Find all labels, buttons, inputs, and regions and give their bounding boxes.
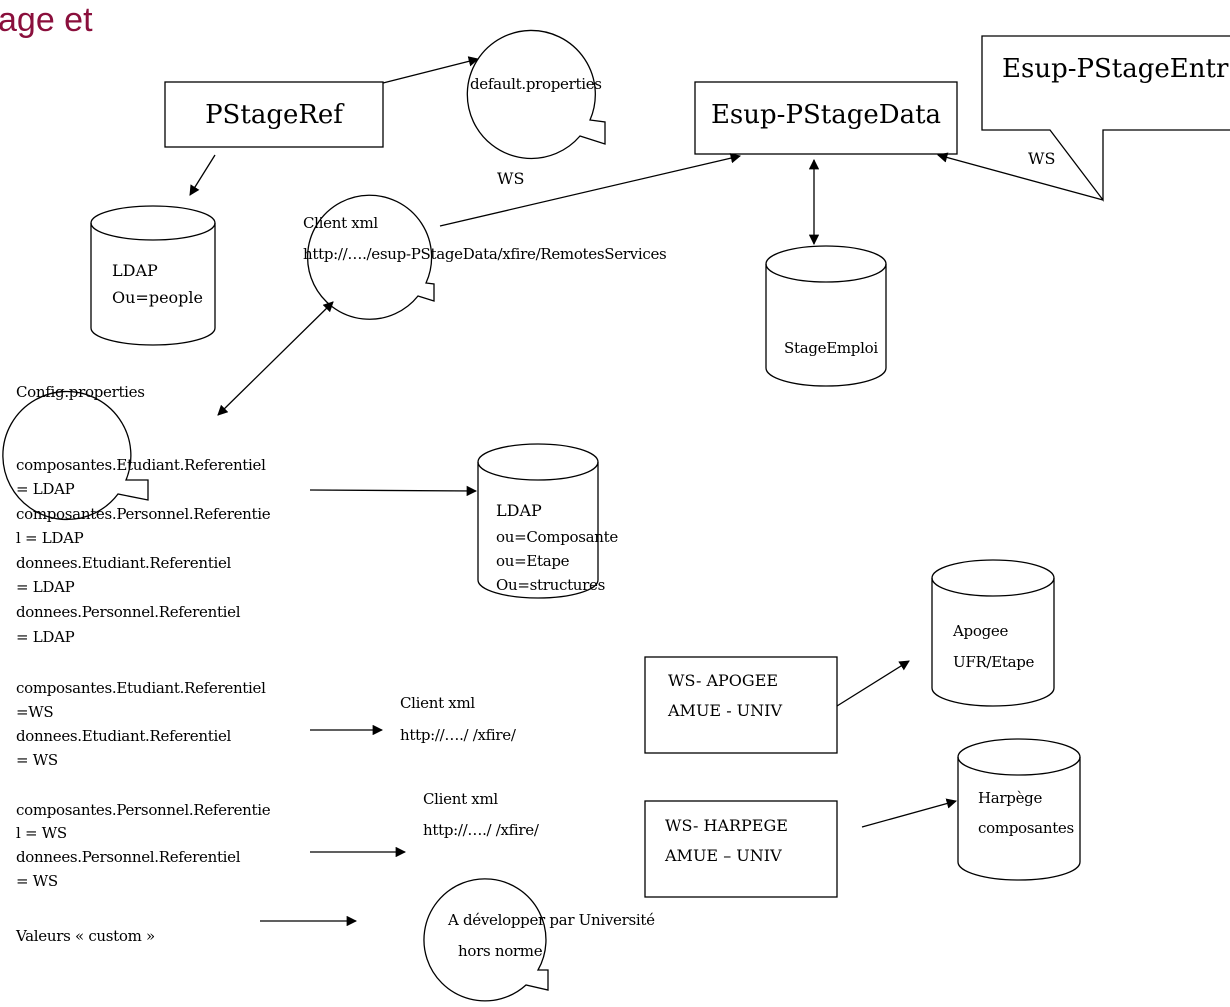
a-developper-line1: A développer par Université [447, 911, 655, 929]
ldap-comp-line2: ou=Composante [496, 528, 618, 546]
arrow-config-client-xml [217, 301, 334, 416]
arrow-entr-esup-pstagedata [936, 152, 1104, 201]
config-ws-etudiant-line: =WS [16, 703, 53, 721]
config-ldap-line: = LDAP [16, 480, 75, 498]
ws-top-label: WS [497, 169, 524, 188]
config-ldap-line: donnees.Etudiant.Referentiel [16, 554, 232, 572]
config-ldap-line: donnees.Personnel.Referentiel [16, 603, 241, 621]
connectors [189, 56, 1104, 927]
apogee-line1: Apogee [952, 622, 1008, 640]
ws-harpege-box[interactable]: WS- HARPEGE AMUE – UNIV [644, 800, 838, 898]
ws-apogee-line1: WS- APOGEE [668, 671, 778, 690]
client-xml-main-callout[interactable]: Client xml http://…./esup-PStageData/xfi… [303, 194, 667, 320]
ldap-people-line2: Ou=people [112, 288, 203, 307]
esup-pstageentr-box[interactable]: Esup-PStageEntr [981, 35, 1230, 202]
arrow-pstageref-ldap-people [189, 154, 216, 196]
default-properties-callout[interactable]: default.properties [466, 29, 606, 160]
ldap-comp-line3: ou=Etape [496, 552, 570, 570]
ws-right-label: WS [1028, 149, 1055, 168]
config-ws-personnel-line: = WS [16, 872, 58, 890]
ws-apogee-line2: AMUE - UNIV [667, 701, 782, 720]
client-xml-main-line2: http://…./esup-PStageData/xfire/RemotesS… [303, 245, 666, 263]
a-developper-callout[interactable]: A développer par Université hors norme [423, 878, 655, 1002]
harpege-line1: Harpège [978, 789, 1042, 807]
valeurs-custom-label: Valeurs « custom » [15, 927, 155, 945]
client-xml-main-line1: Client xml [303, 214, 378, 232]
arrow-config-ldap-composante [309, 485, 478, 497]
stageemploi-database[interactable]: StageEmploi [765, 245, 887, 387]
slide-title-fragment: age et [0, 1, 93, 39]
config-ldap-line: composantes.Etudiant.Referentiel [16, 456, 266, 474]
config-ws-personnel-block: composantes.Personnel.Referentie l = WS … [16, 801, 271, 890]
ldap-comp-line4: Ou=structures [496, 576, 605, 594]
config-ldap-line: l = LDAP [16, 529, 84, 547]
arrow-pstageref-default-properties [382, 56, 480, 84]
a-developper-line2: hors norme [458, 942, 543, 960]
apogee-database[interactable]: Apogee UFR/Etape [931, 559, 1055, 707]
ldap-people-line1: LDAP [112, 261, 158, 280]
config-ldap-line: = LDAP [16, 628, 75, 646]
config-ws-personnel-line: l = WS [16, 824, 67, 842]
config-ws-personnel-line: composantes.Personnel.Referentie [16, 801, 271, 819]
default-properties-label: default.properties [470, 75, 602, 93]
config-properties-callout[interactable]: Config.properties [2, 383, 149, 521]
arrow-client-xml-esup-pstagedata [439, 153, 742, 227]
config-ldap-line: composantes.Personnel.Referentie [16, 505, 271, 523]
harpege-line2: composantes [978, 819, 1074, 837]
config-ws-etudiant-line: donnees.Etudiant.Referentiel [16, 727, 232, 745]
config-ws-etudiant-block: composantes.Etudiant.Referentiel =WS don… [16, 679, 266, 769]
esup-pstagedata-box[interactable]: Esup-PStageData [694, 81, 958, 155]
config-ws-etudiant-line: = WS [16, 751, 58, 769]
config-ws-etudiant-line: composantes.Etudiant.Referentiel [16, 679, 266, 697]
esup-pstagedata-label: Esup-PStageData [711, 100, 941, 130]
ws-harpege-line2: AMUE – UNIV [664, 846, 782, 865]
ws-apogee-box[interactable]: WS- APOGEE AMUE - UNIV [644, 656, 838, 754]
stageemploi-label: StageEmploi [784, 339, 878, 357]
pstageref-box[interactable]: PStageRef [164, 81, 384, 148]
config-ws-personnel-line: donnees.Personnel.Referentiel [16, 848, 241, 866]
arrow-ws-apogee-db [836, 660, 910, 707]
ldap-comp-line1: LDAP [496, 501, 542, 520]
client-xml-2-line2: http://…./ /xfire/ [400, 726, 517, 744]
pstageref-label: PStageRef [205, 100, 345, 130]
apogee-line2: UFR/Etape [953, 653, 1035, 671]
ldap-composante-database[interactable]: LDAP ou=Composante ou=Etape Ou=structure… [477, 443, 619, 599]
client-xml-2-line1: Client xml [400, 694, 475, 712]
client-xml-3-line2: http://…./ /xfire/ [423, 821, 540, 839]
client-xml-3-line1: Client xml [423, 790, 498, 808]
arrow-ws-harpege-db [861, 798, 958, 828]
harpege-database[interactable]: Harpège composantes [957, 738, 1081, 881]
config-properties-label: Config.properties [16, 383, 145, 401]
ws-harpege-line1: WS- HARPEGE [665, 816, 788, 835]
esup-pstageentr-label: Esup-PStageEntr [1002, 54, 1229, 84]
ldap-people-database[interactable]: LDAP Ou=people [90, 205, 216, 346]
config-ldap-line: = LDAP [16, 578, 75, 596]
config-ldap-block: composantes.Etudiant.Referentiel = LDAP … [16, 456, 271, 646]
